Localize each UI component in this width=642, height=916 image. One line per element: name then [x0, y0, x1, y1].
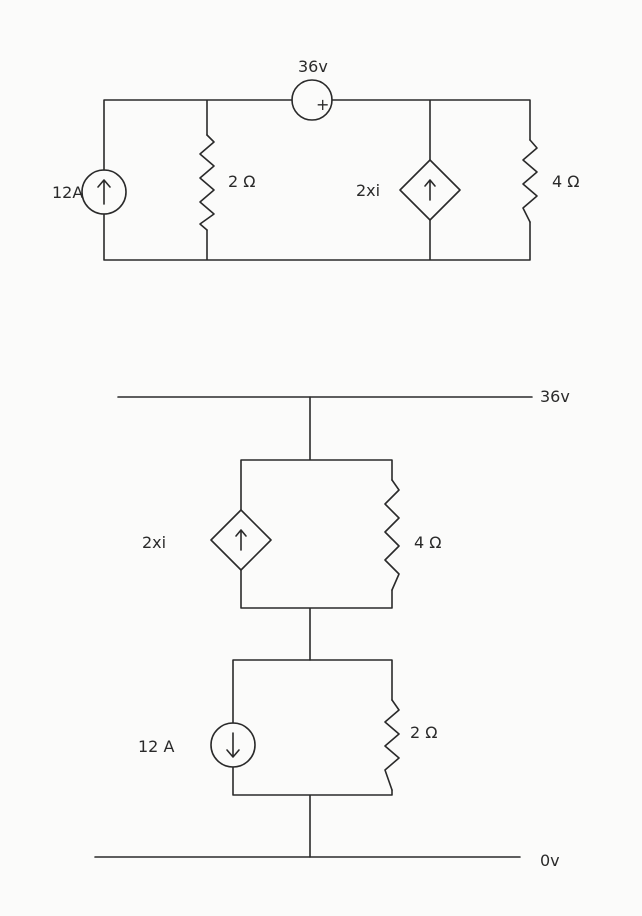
resistor-4ohm [522, 139, 538, 223]
current-source [210, 722, 256, 768]
resistor-lower-label: 2 Ω [410, 723, 438, 742]
resistor-left-label: 2 Ω [228, 172, 256, 191]
resistor-2ohm [384, 699, 400, 791]
dependent-source [399, 159, 461, 221]
dependent-label: 2xi [356, 181, 380, 200]
arrow-up-icon [235, 529, 247, 551]
resistor-upper-label: 4 Ω [414, 533, 442, 552]
resistor-4ohm [384, 479, 400, 591]
top-wire [103, 99, 531, 261]
resistor-2ohm [199, 134, 215, 231]
dependent-source [210, 509, 272, 571]
wires-upper [240, 396, 393, 661]
current-source [81, 169, 127, 215]
arrow-up-icon [97, 179, 111, 205]
polarity-plus: + [316, 95, 329, 114]
arrow-down-icon [226, 732, 240, 758]
top-circuit: + 36v 12A 2 Ω 2xi 4 Ω [52, 57, 580, 261]
rail-36v-label: 36v [540, 387, 570, 406]
voltage-label: 36v [298, 57, 328, 76]
wires-lower [232, 659, 393, 858]
current-label: 12A [52, 183, 83, 202]
voltage-source [291, 79, 333, 121]
current-label: 12 A [138, 737, 174, 756]
dependent-label: 2xi [142, 533, 166, 552]
rail-0v-label: 0v [540, 851, 560, 870]
bottom-circuit: 36v 2xi 4 Ω 12 A 2 Ω 0v [94, 387, 570, 870]
resistor-right-label: 4 Ω [552, 172, 580, 191]
arrow-up-icon [424, 179, 436, 201]
